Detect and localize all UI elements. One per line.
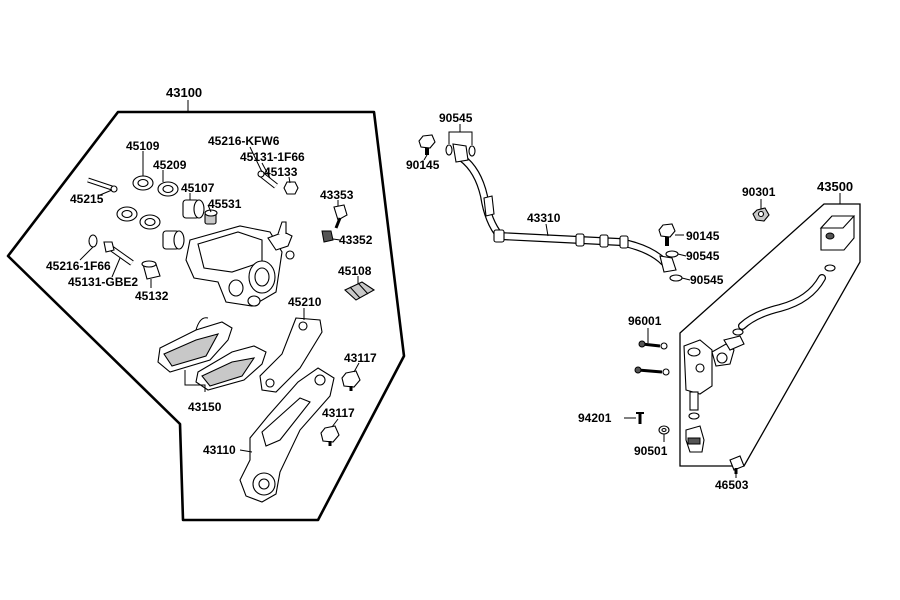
part-label-90301: 90301 bbox=[742, 185, 776, 199]
part-label-43117-upper: 43117 bbox=[344, 351, 377, 365]
part-45132-sleeve[interactable] bbox=[141, 260, 161, 280]
leader-90545-mid bbox=[677, 253, 687, 257]
part-label-43100: 43100 bbox=[166, 85, 202, 100]
leader-45133 bbox=[288, 176, 291, 184]
part-45216-kfw6-bolt[interactable] bbox=[257, 170, 278, 189]
part-label-43353: 43353 bbox=[320, 188, 354, 202]
part-label-45215: 45215 bbox=[70, 192, 104, 206]
part-label-45216-1f66: 45216-1F66 bbox=[46, 259, 111, 273]
part-label-90545-mid: 90545 bbox=[686, 249, 720, 263]
part-90145-bolt-top[interactable] bbox=[418, 134, 436, 155]
leader-45216-1f66 bbox=[79, 246, 94, 261]
part-master-cylinder[interactable] bbox=[683, 335, 745, 420]
leader-90545-low bbox=[681, 277, 691, 281]
part-caliper-body[interactable] bbox=[185, 221, 295, 307]
part-label-45210: 45210 bbox=[288, 295, 322, 309]
leader-45131-gbe2 bbox=[111, 257, 121, 278]
leader-45216-kfw6 bbox=[249, 146, 263, 173]
part-45531-cap[interactable] bbox=[204, 209, 218, 225]
part-label-46503: 46503 bbox=[715, 478, 749, 492]
part-label-45133: 45133 bbox=[264, 165, 298, 179]
part-45131-gbe2-bolt[interactable] bbox=[103, 241, 134, 266]
part-43310-brake-hose[interactable] bbox=[452, 143, 677, 273]
part-96001-bolts[interactable] bbox=[634, 340, 670, 376]
leader-43117-lower bbox=[331, 418, 339, 428]
part-clevis[interactable] bbox=[685, 425, 705, 453]
part-reservoir-hose[interactable] bbox=[732, 274, 826, 336]
part-label-45131-gbe2: 45131-GBE2 bbox=[68, 275, 138, 289]
leader-43310 bbox=[545, 223, 549, 237]
part-label-45531: 45531 bbox=[208, 197, 242, 211]
part-45108-spring[interactable] bbox=[344, 281, 376, 301]
part-label-90501: 90501 bbox=[634, 444, 668, 458]
part-46503-nut[interactable] bbox=[729, 455, 745, 474]
part-label-94201: 94201 bbox=[578, 411, 612, 425]
leader-43150 bbox=[184, 370, 206, 392]
part-label-90145-top: 90145 bbox=[406, 158, 440, 172]
part-label-43352: 43352 bbox=[339, 233, 373, 247]
part-label-96001: 96001 bbox=[628, 314, 662, 328]
part-90545-washers-top[interactable] bbox=[445, 144, 476, 157]
leader-45131-1f66 bbox=[261, 162, 271, 179]
leader-90545-top bbox=[448, 124, 473, 145]
part-45215-pin[interactable] bbox=[87, 177, 118, 193]
part-label-43500: 43500 bbox=[817, 179, 853, 194]
part-label-90545-low: 90545 bbox=[690, 273, 724, 287]
part-label-45131-1f66: 45131-1F66 bbox=[240, 150, 305, 164]
part-brake-reservoir[interactable] bbox=[819, 215, 856, 272]
part-94201-cotter-pin[interactable] bbox=[636, 412, 644, 424]
leader-43110 bbox=[239, 449, 253, 453]
master-cylinder-frame bbox=[679, 203, 861, 467]
part-90501-washer[interactable] bbox=[658, 425, 670, 435]
part-45210-plate[interactable] bbox=[259, 317, 323, 393]
leader-43117-upper bbox=[353, 362, 360, 373]
part-label-90545-top: 90545 bbox=[439, 111, 473, 125]
caliper-assembly-frame bbox=[6, 110, 406, 522]
part-43117-bolt-upper[interactable] bbox=[341, 370, 361, 391]
part-label-45108: 45108 bbox=[338, 264, 372, 278]
part-43353-bleeder[interactable] bbox=[333, 204, 348, 229]
part-label-45132: 45132 bbox=[135, 289, 169, 303]
part-label-43110: 43110 bbox=[203, 443, 236, 457]
leader-90145-top bbox=[423, 154, 428, 161]
part-label-90145-right: 90145 bbox=[686, 229, 720, 243]
part-label-45109: 45109 bbox=[126, 139, 160, 153]
part-45107-pistons[interactable] bbox=[162, 199, 205, 250]
leader-43352 bbox=[332, 238, 341, 241]
part-45209-rings[interactable] bbox=[139, 181, 179, 230]
part-label-43150: 43150 bbox=[188, 400, 222, 414]
part-90545-washer-mid[interactable] bbox=[665, 250, 679, 258]
part-43110-bracket[interactable] bbox=[239, 367, 335, 503]
part-43117-bolt-lower[interactable] bbox=[320, 425, 340, 446]
part-label-45209: 45209 bbox=[153, 158, 187, 172]
part-45133-nut[interactable] bbox=[283, 181, 299, 195]
part-label-43117-lower: 43117 bbox=[322, 406, 355, 420]
part-90145-bolt-right[interactable] bbox=[658, 223, 676, 246]
part-label-45216-kfw6: 45216-KFW6 bbox=[208, 134, 280, 148]
part-90545-washer-low[interactable] bbox=[669, 274, 683, 282]
part-label-45107: 45107 bbox=[181, 181, 215, 195]
part-43150-brake-pads[interactable] bbox=[157, 317, 267, 391]
part-45216-1f66-washer[interactable] bbox=[88, 234, 98, 248]
part-43352-cap[interactable] bbox=[321, 230, 334, 243]
leader-45215 bbox=[99, 189, 113, 196]
part-45109-seals[interactable] bbox=[116, 175, 154, 222]
part-90301-nut[interactable] bbox=[752, 207, 770, 222]
leader-45531 bbox=[207, 204, 212, 213]
part-label-43310: 43310 bbox=[527, 211, 561, 225]
